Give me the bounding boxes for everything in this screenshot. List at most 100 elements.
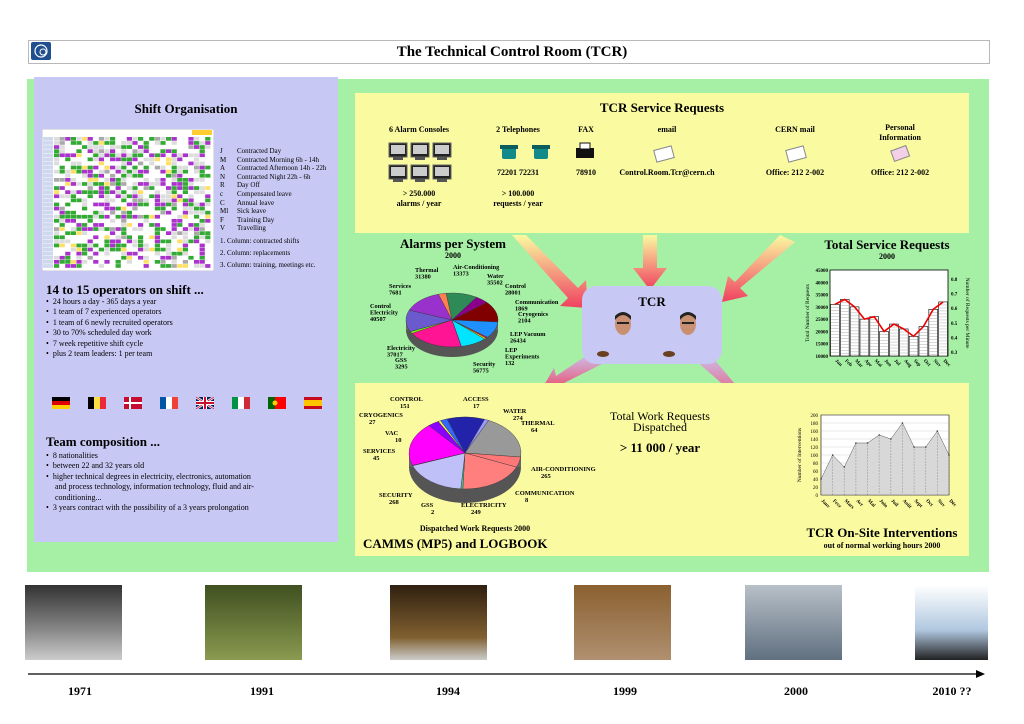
de-flag — [52, 397, 70, 409]
channel-label: email — [657, 125, 677, 134]
y-tick-label: 15000 — [816, 343, 829, 348]
x-tick-label: Avr — [854, 499, 864, 509]
legend-desc: Contracted Morning 6h - 14h — [237, 155, 320, 164]
timeline-year: 1994 — [436, 684, 460, 698]
uk-flag — [196, 397, 214, 409]
legend-code: C — [220, 198, 225, 207]
bar — [859, 318, 870, 357]
total-requests-chart: 1000015000200002500030000350004000045000… — [804, 269, 971, 370]
data-point — [843, 466, 846, 468]
x-tick-label: Juin — [878, 499, 888, 509]
arrow-right-in — [722, 235, 795, 302]
y-tick-label: 40000 — [816, 281, 829, 286]
pie-slice — [440, 418, 466, 454]
operator-icon — [680, 312, 696, 335]
y-axis-label: Number of Interventions — [796, 428, 803, 482]
y-tick-label: 120 — [811, 446, 819, 451]
y-tick-label: 140 — [811, 438, 819, 443]
channel-detail: > 250.000 alarms / year — [396, 189, 442, 208]
y2-tick-label: 0.4 — [951, 336, 958, 341]
timeline-year: 2010 ?? — [932, 684, 972, 698]
operator-bullet: 7 week repetitive shift cycle — [46, 339, 336, 349]
channel-detail: 78910 — [576, 168, 596, 177]
y2-tick-label: 0.8 — [951, 278, 958, 283]
operator-bullet: 1 team of 7 experienced operators — [46, 307, 336, 317]
phone-icon — [597, 351, 609, 357]
y-tick-label: 10000 — [816, 355, 829, 360]
data-point — [901, 422, 904, 424]
shift-heading: Shift Organisation — [134, 101, 238, 116]
onsite-subtitle: out of normal working hours 2000 — [823, 541, 941, 550]
arrow-left-in — [512, 235, 588, 308]
phone-icon — [663, 351, 675, 357]
x-tick-label: Sept — [913, 499, 923, 509]
control-room-photo — [25, 585, 122, 660]
x-tick-label: Janv — [820, 499, 831, 510]
pie-slice — [464, 420, 522, 458]
x-tick-label: Août — [901, 499, 912, 510]
team-list: 8 nationalitiesbetween 22 and 32 years o… — [46, 451, 261, 513]
y-tick-label: 160 — [811, 430, 819, 435]
legend-desc: Compensated leave — [237, 189, 292, 198]
y-tick-label: 180 — [811, 422, 819, 427]
data-point — [855, 442, 857, 444]
legend-code: J — [220, 147, 223, 155]
x-tick-label: Apr — [863, 359, 873, 369]
legend-desc: Contracted Afternoon 14h - 22h — [237, 164, 327, 173]
total-requests-year: 2000 — [879, 252, 895, 261]
control-room-photo — [390, 585, 487, 660]
x-tick-label: Nov — [932, 359, 942, 369]
operators-list: 24 hours a day - 365 days a year1 team o… — [46, 297, 336, 359]
data-point — [948, 454, 950, 456]
y-tick-label: 45000 — [816, 269, 829, 274]
y-tick-label: 25000 — [816, 318, 829, 323]
control-room-photo — [915, 585, 988, 660]
camms-label: CAMMS (MP5) and LOGBOOK — [363, 536, 548, 551]
team-bullet: 8 nationalities — [46, 451, 261, 461]
y-tick-label: 0 — [816, 494, 819, 499]
channel-label: FAX — [578, 125, 594, 134]
operators-heading: 14 to 15 operators on shift ... — [46, 282, 204, 297]
legend-code: R — [220, 181, 225, 190]
alarms-chart-year: 2000 — [445, 251, 461, 260]
data-point — [936, 430, 939, 432]
x-tick-label: Mars — [843, 499, 855, 511]
operator-bullet: 1 team of 6 newly recruited operators — [46, 318, 336, 328]
channel-detail: Office: 212 2-002 — [765, 168, 825, 177]
x-tick-label: Jan — [834, 359, 843, 368]
pie-slice — [412, 452, 466, 490]
y-tick-label: 60 — [813, 470, 819, 475]
x-tick-label: Oct — [924, 499, 933, 508]
x-tick-label: Feb — [843, 359, 852, 368]
requests-heading: TCR Service Requests — [599, 100, 725, 115]
pie-slice — [411, 319, 462, 348]
bar — [830, 304, 840, 357]
y2-axis-label: Number of Requests per Minute — [964, 278, 971, 349]
pt-flag — [268, 397, 286, 409]
data-point — [866, 442, 869, 444]
y2-tick-label: 0.7 — [951, 293, 958, 298]
bar — [889, 323, 899, 357]
